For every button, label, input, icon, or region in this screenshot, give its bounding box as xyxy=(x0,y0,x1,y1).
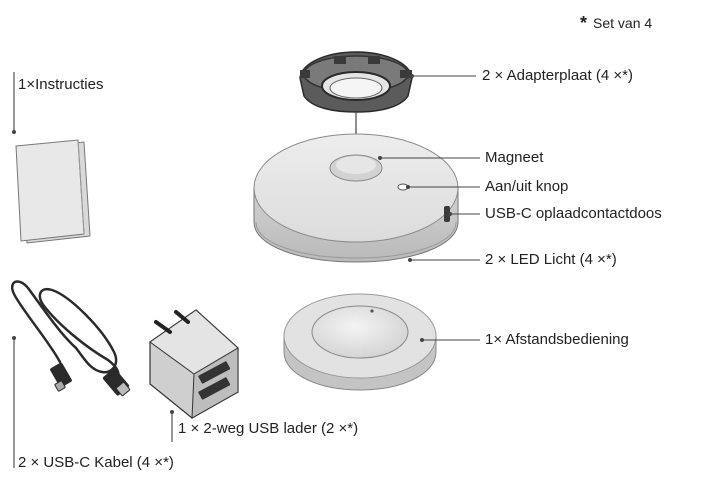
label-instructions: 1×Instructies xyxy=(18,76,104,93)
label-adapter-plate: 2 × Adapterplaat (4 ×*) xyxy=(482,67,633,84)
set-note: * Set van 4 xyxy=(580,14,652,32)
remote-control-icon xyxy=(283,293,437,391)
label-usb-charger: 1 × 2-weg USB lader (2 ×*) xyxy=(178,420,359,437)
instruction-booklet-icon xyxy=(15,139,91,244)
usb-charger-icon xyxy=(149,309,239,419)
set-note-marker: * xyxy=(580,13,588,33)
label-usb-cable: 2 × USB-C Kabel (4 ×*) xyxy=(18,454,174,471)
adapter-plate-icon xyxy=(299,51,413,113)
label-remote: 1× Afstandsbediening xyxy=(485,331,629,348)
label-magnet: Magneet xyxy=(485,149,544,166)
label-usb-c-socket: USB-C oplaadcontactdoos xyxy=(485,205,662,222)
usb-c-cable-icon xyxy=(11,280,131,397)
led-light-icon xyxy=(253,133,459,263)
set-note-text: Set van 4 xyxy=(593,15,653,31)
label-power-button: Aan/uit knop xyxy=(485,178,569,195)
label-led-light: 2 × LED Licht (4 ×*) xyxy=(485,251,617,268)
